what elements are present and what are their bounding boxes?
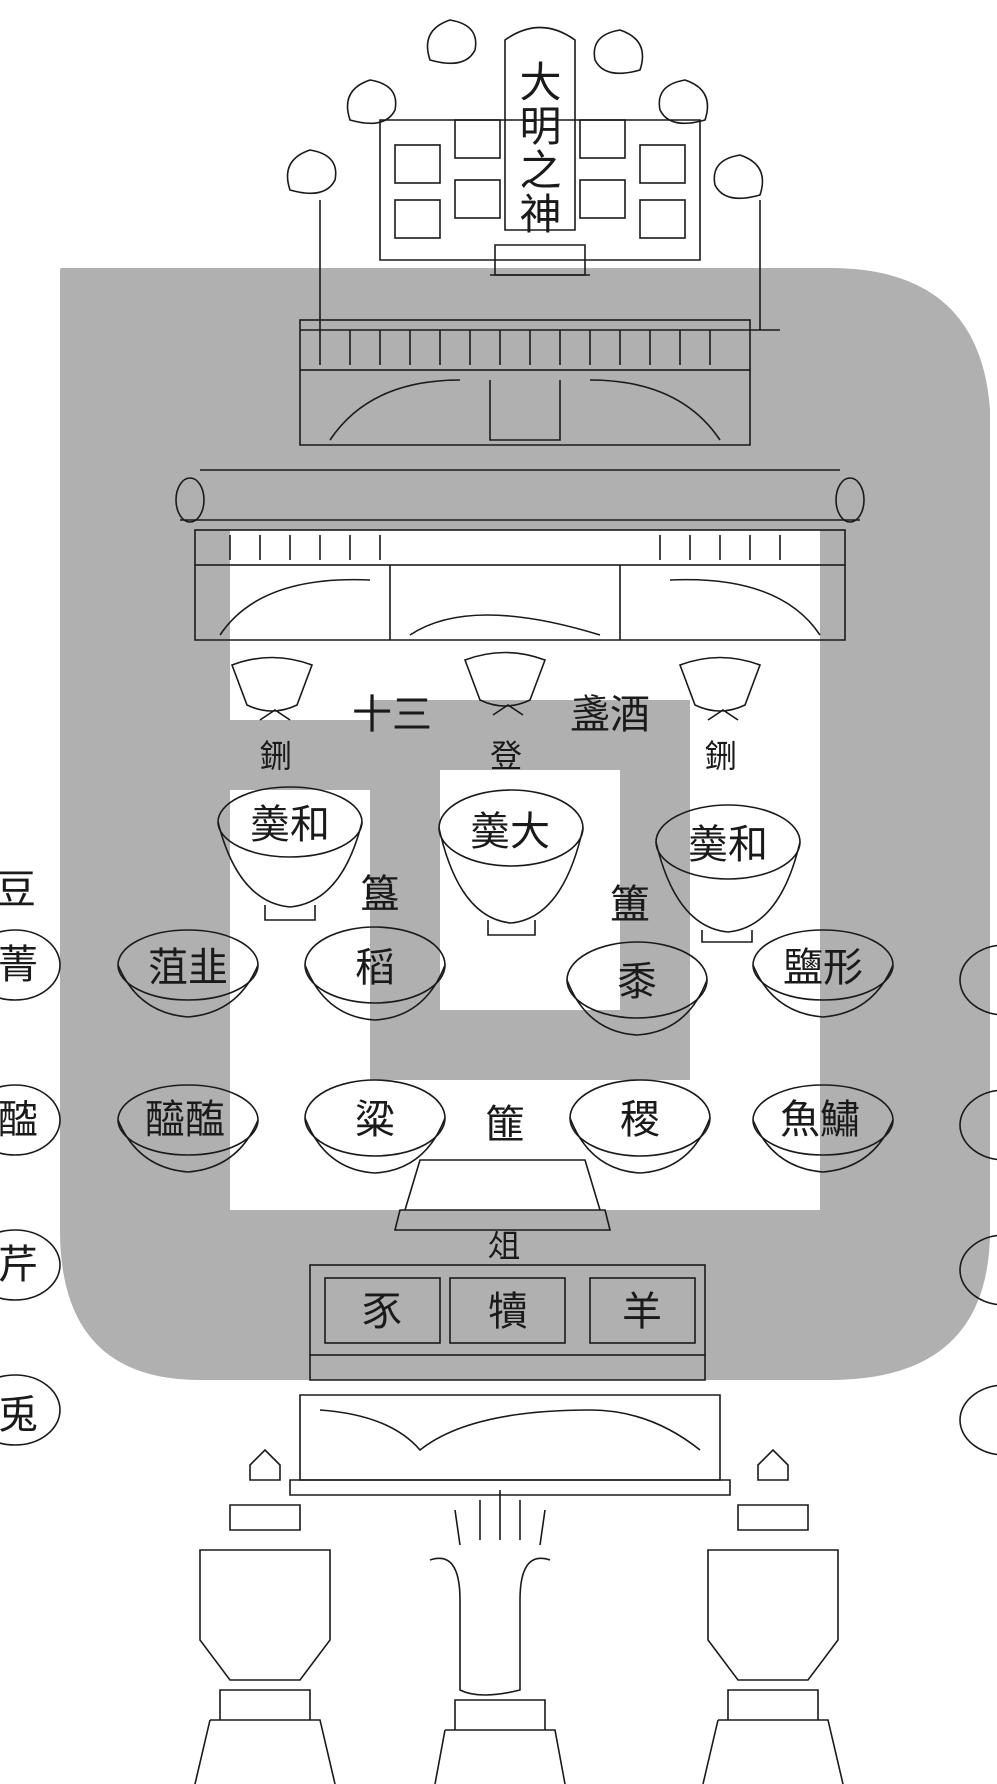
dragon-icon-right bbox=[594, 30, 762, 198]
wine-cup-label-left: 十三 bbox=[352, 695, 432, 735]
bowl-label-left: 羮和 bbox=[250, 805, 330, 845]
altar-label-center: 犢 bbox=[488, 1292, 528, 1332]
label-row1-center-left: 稻 bbox=[355, 948, 395, 988]
label-row2-right: 魚鱐 bbox=[780, 1100, 860, 1140]
label-row1-left: 菹韭 bbox=[148, 948, 228, 988]
label-row2-center-mid: 篚 bbox=[485, 1105, 525, 1145]
label-far-left-row3: 芹 bbox=[0, 1245, 38, 1285]
dragon-icon-left bbox=[288, 20, 476, 193]
altar-label-right: 羊 bbox=[622, 1292, 662, 1332]
vessel-label-center: 登 bbox=[490, 740, 522, 772]
label-row2-center-right: 稷 bbox=[620, 1100, 660, 1140]
label-row2-left: 醯醢 bbox=[145, 1100, 225, 1140]
offering-table bbox=[176, 470, 864, 640]
basket-icon bbox=[395, 1160, 610, 1230]
tablet-inscription: 大明之神 bbox=[516, 60, 558, 236]
vessel-icons-bottom bbox=[195, 1450, 843, 1784]
altar-label: 俎 bbox=[488, 1230, 520, 1262]
fu-label: 簠 bbox=[610, 885, 650, 925]
label-row2-center-left: 粱 bbox=[355, 1100, 395, 1140]
bowl-label-right: 羮和 bbox=[688, 825, 768, 865]
wine-cup-icons bbox=[232, 653, 760, 721]
label-far-left-row2: 醓 bbox=[0, 1100, 38, 1140]
vessel-label-left: 鉶 bbox=[260, 740, 292, 772]
wine-cup-label-right: 盞酒 bbox=[570, 695, 650, 735]
label-row1-center-right: 黍 bbox=[617, 962, 657, 1002]
vessel-label-right: 鉶 bbox=[705, 740, 737, 772]
label-far-left-row1: 菁 bbox=[0, 945, 38, 985]
label-row1-right: 鹽形 bbox=[783, 948, 863, 988]
label-far-left-top: 豆 bbox=[0, 870, 36, 910]
bowl-label-center: 羮大 bbox=[470, 812, 550, 852]
gui-label: 簋 bbox=[360, 875, 400, 915]
throne-base bbox=[300, 320, 750, 445]
label-far-left-row4: 兎 bbox=[0, 1395, 38, 1435]
altar-label-left: 豕 bbox=[362, 1292, 402, 1332]
